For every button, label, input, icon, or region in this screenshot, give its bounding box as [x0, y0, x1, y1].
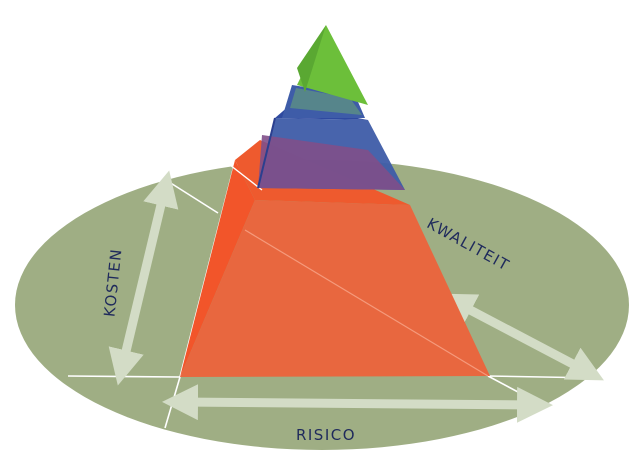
risico-label: RISICO [296, 426, 356, 444]
pyramid-top-level [297, 25, 368, 105]
pyramid-middle-level [257, 105, 405, 190]
kwaliteit-arrow [439, 293, 604, 381]
kosten-arrow [108, 170, 179, 386]
risico-arrow [162, 384, 553, 423]
pyramid-upper-level [282, 85, 365, 118]
